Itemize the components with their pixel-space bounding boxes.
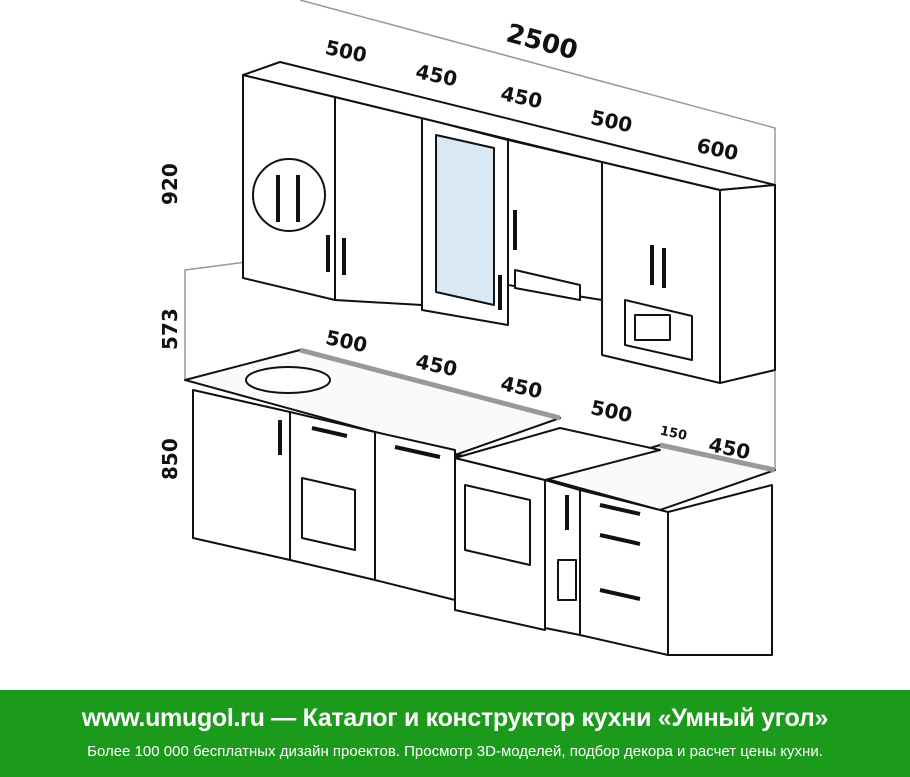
upper-cabinet-side <box>719 184 776 384</box>
stove-top <box>454 427 661 481</box>
lower-width-5: 150 <box>659 424 689 444</box>
glass-door <box>435 134 495 306</box>
range-hood <box>514 269 581 301</box>
kitchen-diagram: 2500 500 450 450 500 600 500 450 450 500… <box>158 0 776 656</box>
counter-edge-right <box>659 442 776 473</box>
upper-width-3: 450 <box>499 81 545 113</box>
footer-banner: www.umugol.ru — Каталог и конструктор ку… <box>0 690 910 777</box>
upper-cabinet-2 <box>334 96 423 306</box>
oven-door <box>464 484 531 566</box>
upper-height-label: 920 <box>158 163 182 205</box>
cutlery-icon <box>252 158 326 232</box>
banner-title[interactable]: www.umugol.ru — Каталог и конструктор ку… <box>81 704 829 732</box>
upper-width-1: 500 <box>323 35 369 67</box>
lower-width-2: 450 <box>414 349 460 381</box>
lower-width-3: 450 <box>499 371 545 403</box>
microwave-icon <box>624 299 693 361</box>
upper-width-2: 450 <box>414 59 460 91</box>
dishwasher-icon <box>301 477 356 551</box>
base-cabinet-3 <box>374 431 456 601</box>
backsplash-height-label: 573 <box>158 308 182 350</box>
sink-icon <box>245 366 331 394</box>
base-height-label: 850 <box>158 438 182 480</box>
base-cabinet-1 <box>192 389 291 561</box>
lower-width-4: 500 <box>589 395 635 427</box>
banner-subtitle: Более 100 000 бесплатных дизайн проектов… <box>87 743 823 760</box>
lower-width-1: 500 <box>324 325 370 357</box>
upper-width-5: 600 <box>695 133 741 165</box>
base-cabinet-4 <box>544 479 581 636</box>
bottle-icon <box>557 559 577 601</box>
upper-handles <box>326 210 666 310</box>
upper-width-4: 500 <box>589 105 635 137</box>
base-handles <box>278 420 641 601</box>
counter-edge <box>299 347 561 421</box>
base-cabinet-side <box>667 484 773 656</box>
total-width-label: 2500 <box>503 19 581 67</box>
base-cabinet-5 <box>579 489 669 656</box>
